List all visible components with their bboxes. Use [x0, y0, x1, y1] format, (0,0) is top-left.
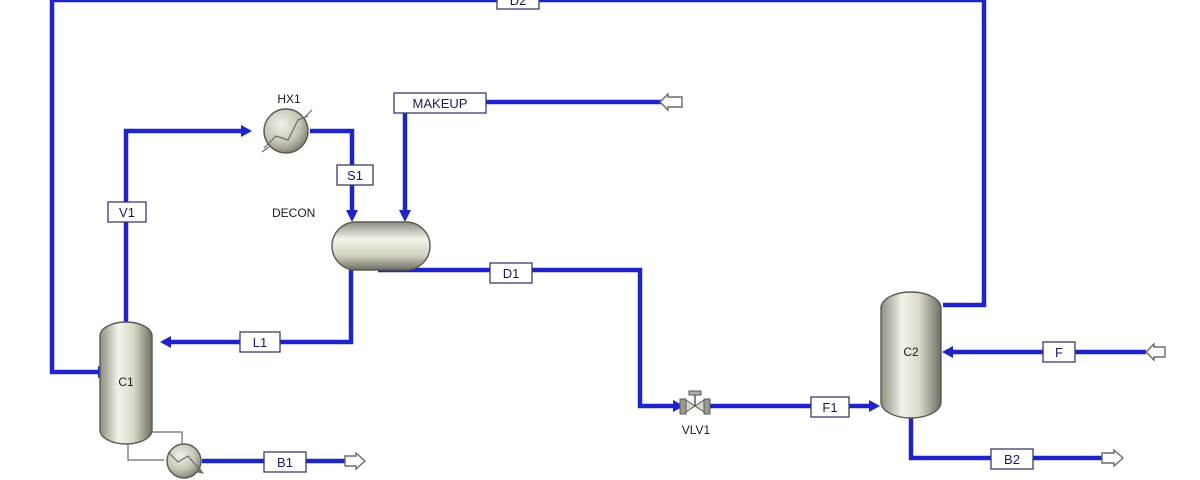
stream-label-d2[interactable]: D2	[496, 0, 540, 10]
stream-makeup-line[interactable]	[402, 99, 662, 213]
heat-exchanger-hx1[interactable]	[261, 108, 313, 154]
svg-text:S1: S1	[347, 168, 363, 183]
f-feed-arrow[interactable]	[1145, 342, 1166, 362]
valve-vlv1[interactable]	[679, 390, 711, 415]
stream-s1-line[interactable]	[310, 128, 355, 213]
svg-text:F: F	[1055, 345, 1063, 360]
makeup-feed-arrow[interactable]	[659, 92, 683, 112]
stream-label-f1[interactable]: F1	[810, 396, 850, 418]
stream-label-s1[interactable]: S1	[336, 164, 374, 186]
column-c2[interactable]	[880, 291, 942, 419]
column-c1-label: C1	[118, 375, 134, 389]
svg-text:MAKEUP: MAKEUP	[413, 96, 468, 111]
stream-l1-arrowhead	[160, 336, 171, 348]
decanter-decon[interactable]	[331, 221, 431, 271]
reboiler-return-line	[152, 431, 183, 446]
column-c2-label: C2	[903, 345, 919, 359]
reboiler-c1[interactable]	[166, 443, 204, 479]
heat-exchanger-hx1-label: HX1	[277, 92, 301, 106]
stream-d2-line[interactable]	[49, 0, 987, 375]
decanter-decon-label: DECON	[272, 206, 315, 220]
stream-label-d1[interactable]: D1	[489, 262, 533, 284]
svg-text:B2: B2	[1004, 452, 1020, 467]
svg-text:V1: V1	[119, 205, 135, 220]
stream-label-b2[interactable]: B2	[990, 448, 1034, 470]
stream-s1-arrowhead	[346, 210, 358, 222]
stream-label-l1[interactable]: L1	[239, 331, 281, 353]
valve-vlv1-label: VLV1	[682, 423, 711, 437]
b2-product-arrow[interactable]	[1101, 448, 1125, 468]
svg-text:D2: D2	[510, 0, 527, 8]
stream-d1-arrowhead	[673, 400, 684, 412]
stream-label-f[interactable]: F	[1042, 341, 1076, 363]
svg-text:F1: F1	[822, 400, 837, 415]
svg-text:D1: D1	[503, 266, 520, 281]
stream-f-arrowhead	[942, 346, 953, 358]
reboiler-connection-line	[127, 444, 164, 461]
column-c1[interactable]	[99, 321, 153, 445]
stream-label-b1[interactable]: B1	[263, 451, 307, 473]
stream-label-makeup[interactable]: MAKEUP	[393, 92, 487, 114]
stream-label-v1[interactable]: V1	[107, 201, 147, 223]
stream-l1-line[interactable]	[170, 270, 354, 345]
b1-product-arrow[interactable]	[344, 451, 367, 471]
stream-d1-line[interactable]	[378, 267, 674, 409]
stream-v1-arrowhead	[241, 125, 252, 137]
stream-v1-line[interactable]	[123, 128, 242, 322]
stream-f1-arrowhead	[869, 400, 880, 412]
stream-b2-line[interactable]	[908, 417, 1103, 461]
svg-text:L1: L1	[253, 335, 267, 350]
stream-makeup-arrowhead	[399, 210, 411, 222]
svg-text:B1: B1	[277, 455, 293, 470]
